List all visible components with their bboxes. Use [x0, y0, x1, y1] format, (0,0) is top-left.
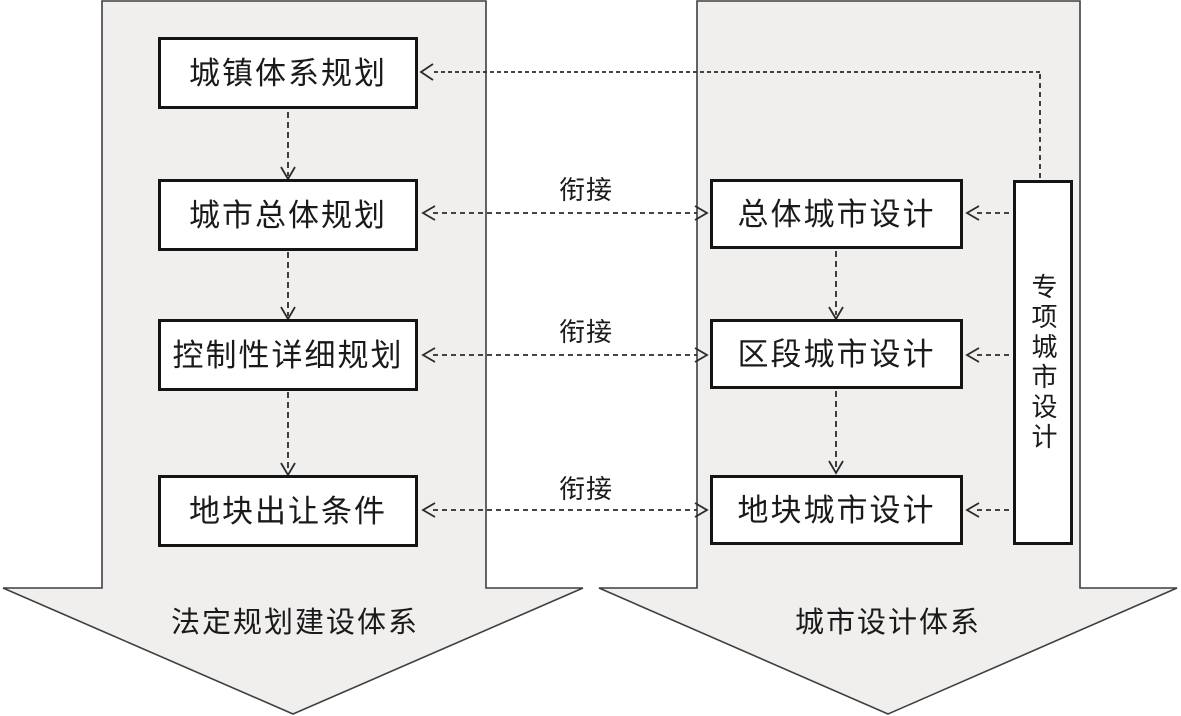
linkage-arrow-level-4: [421, 502, 709, 518]
left-system-title: 法定规划建设体系: [170, 607, 419, 639]
linkage-label-level-2: 衔接: [558, 175, 613, 205]
linkage-arrow-level-3: [421, 347, 709, 363]
box-city-master-planning: 城市总体规划: [158, 179, 418, 251]
right-system-title: 城市设计体系: [794, 607, 981, 639]
arrow-special-to-district: [965, 347, 1012, 363]
linkage-arrow-level-2: [421, 205, 709, 221]
box-parcel-transfer-conditions: 地块出让条件: [158, 475, 418, 547]
arrow-right-2-to-3: [828, 391, 844, 475]
arrow-special-to-parcel: [965, 502, 1012, 518]
linkage-label-level-4: 衔接: [558, 474, 613, 504]
arrow-special-to-overall: [965, 205, 1012, 221]
linkage-label-level-3: 衔接: [558, 317, 613, 347]
box-town-system-planning: 城镇体系规划: [158, 37, 418, 109]
box-overall-urban-design: 总体城市设计: [710, 179, 963, 249]
box-special-urban-design: 专项城市设计: [1013, 180, 1073, 545]
box-parcel-urban-design: 地块城市设计: [710, 475, 963, 545]
box-regulatory-detailed-planning: 控制性详细规划: [158, 319, 418, 391]
arrow-special-to-town-system: [419, 63, 1041, 178]
box-district-urban-design: 区段城市设计: [710, 319, 963, 389]
